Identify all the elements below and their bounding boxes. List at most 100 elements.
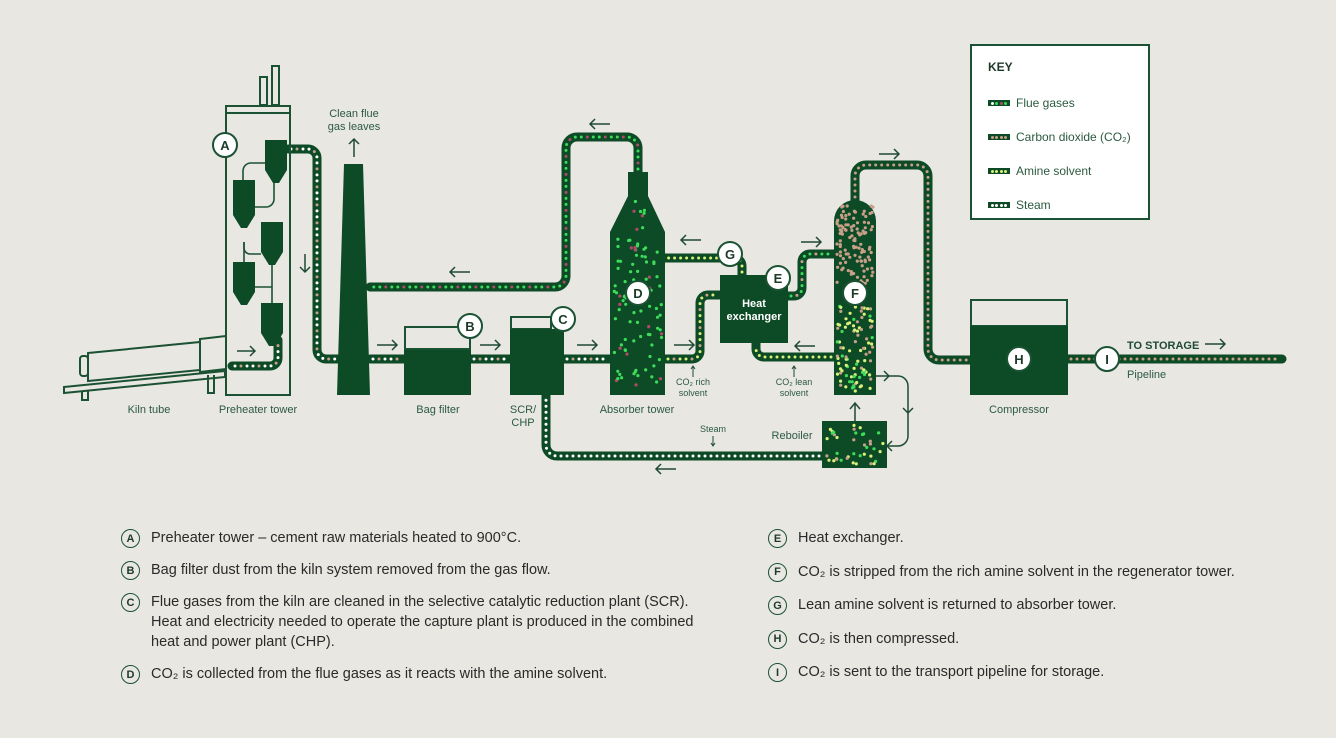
pipe-dot	[315, 287, 319, 291]
pipe-dot	[564, 208, 568, 212]
pipe-dot	[408, 285, 412, 289]
pipe-dot	[926, 217, 930, 221]
badge-e: E	[765, 265, 791, 291]
pipe-dot	[432, 285, 436, 289]
pipe-dot	[315, 245, 319, 249]
particle	[631, 262, 635, 266]
pipe-dot	[787, 355, 791, 359]
pipe-dot	[601, 357, 605, 361]
particle	[647, 325, 651, 329]
particle	[862, 220, 867, 224]
pipe-swatch-icon	[988, 168, 1010, 174]
pipe-dot	[740, 270, 744, 274]
pipe-dot	[377, 357, 381, 361]
pipe-dot	[496, 357, 500, 361]
pipe-stack-to-bag	[365, 354, 409, 364]
pipe-dot	[444, 285, 448, 289]
pipe-dot	[315, 275, 319, 279]
pipe-dot	[562, 280, 566, 284]
particle	[849, 225, 853, 229]
pipe-dot	[333, 357, 337, 361]
pipe-dot	[558, 284, 562, 288]
pipe-dot	[478, 357, 482, 361]
particle	[855, 275, 860, 279]
pipe-dot	[544, 398, 548, 402]
label-bag-filter: Bag filter	[416, 404, 460, 416]
arrow-icon	[377, 339, 399, 351]
particle	[639, 334, 643, 339]
particle	[840, 329, 844, 334]
diagram-labels: Kiln tube Preheater tower Clean flue gas…	[128, 108, 1200, 442]
legend-text: CO₂ is collected from the flue gases as …	[151, 666, 608, 682]
particle	[854, 431, 858, 435]
pipe-dot	[703, 454, 707, 458]
pipe-dot	[711, 293, 715, 297]
arrow-icon	[710, 436, 716, 447]
particle	[864, 214, 868, 219]
pipe-dot	[577, 357, 581, 361]
particle	[867, 247, 872, 251]
pipe-dot	[564, 214, 568, 218]
pipe-preheater-down	[283, 144, 349, 364]
particle	[632, 372, 636, 376]
pipe-dot	[703, 256, 707, 260]
particle	[856, 231, 860, 235]
pipe-dot	[739, 454, 743, 458]
pipe-dot	[799, 290, 803, 293]
pipe-dot	[698, 344, 702, 348]
particle	[641, 226, 645, 230]
particle	[868, 386, 872, 390]
pipe-dot	[390, 285, 394, 289]
particle	[614, 291, 619, 295]
pipe-dot	[559, 454, 563, 458]
pipe-dot	[667, 454, 671, 458]
particle	[849, 272, 853, 276]
particle	[853, 328, 857, 332]
particle	[655, 275, 659, 279]
pipe-dot	[315, 185, 319, 189]
pipe-dot	[564, 148, 568, 152]
particle	[848, 255, 852, 259]
pipe-dot	[926, 283, 930, 287]
particle	[869, 250, 873, 255]
pipe-dot	[316, 353, 320, 357]
particle	[835, 242, 839, 246]
particle	[659, 335, 664, 340]
particle	[616, 377, 620, 381]
pipe-dot	[1219, 357, 1223, 361]
pipe-dot	[621, 135, 625, 139]
particle	[867, 341, 871, 345]
pipe-swatch-icon	[988, 202, 1010, 208]
pipe-dot	[1207, 357, 1211, 361]
particle	[635, 244, 640, 248]
svg-text:B: B	[465, 319, 474, 334]
particle	[866, 307, 870, 311]
pipe-dot	[926, 349, 930, 353]
pipe-dot	[775, 454, 779, 458]
particle	[618, 302, 622, 306]
label-kiln-tube: Kiln tube	[128, 404, 171, 416]
pipe-dot	[583, 454, 587, 458]
pipe-dot	[787, 454, 791, 458]
pipe-dot	[698, 320, 702, 324]
pipe-dot	[921, 165, 925, 169]
pipe-dot	[926, 199, 930, 203]
pipe-dot	[565, 357, 569, 361]
particle	[629, 270, 633, 274]
pipe-dot	[817, 454, 821, 458]
particle	[839, 309, 843, 313]
legend-text: Lean amine solvent is returned to absorb…	[798, 597, 1117, 613]
pipe-dot	[420, 285, 424, 289]
particle	[836, 326, 840, 330]
particle	[841, 257, 845, 261]
pipe-dot	[544, 416, 548, 420]
particle	[858, 375, 862, 379]
particle	[634, 253, 639, 257]
particle	[844, 363, 848, 367]
pipe-dot	[910, 163, 914, 167]
particle	[865, 445, 869, 449]
particle	[844, 355, 848, 359]
pipe-dot	[800, 284, 804, 288]
pipe-dot	[926, 205, 930, 209]
